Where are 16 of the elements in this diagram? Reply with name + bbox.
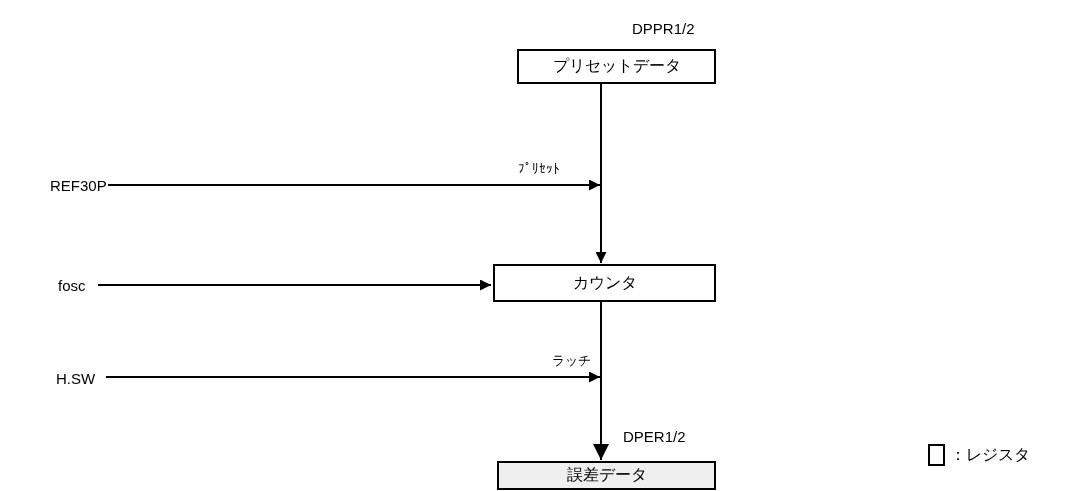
register-name: DPPR1/2 <box>632 20 695 37</box>
edge-label: ﾌﾟﾘｾｯﾄ <box>518 162 560 175</box>
signal-label: REF30P <box>50 175 104 195</box>
arrow <box>107 179 601 191</box>
arrow <box>97 279 492 291</box>
edge-label: ラッチ <box>552 354 591 367</box>
signal-label: fosc <box>58 275 94 295</box>
signal-label: H.SW <box>56 368 102 388</box>
register-box: 誤差データ <box>497 461 716 490</box>
arrow <box>595 83 607 264</box>
legend-label: ：レジスタ <box>950 445 1030 466</box>
register-box: プリセットデータ <box>517 49 716 84</box>
arrow <box>593 301 609 461</box>
arrow <box>105 371 601 383</box>
register-name: DPER1/2 <box>623 428 686 445</box>
counter-box: カウンタ <box>493 264 716 302</box>
